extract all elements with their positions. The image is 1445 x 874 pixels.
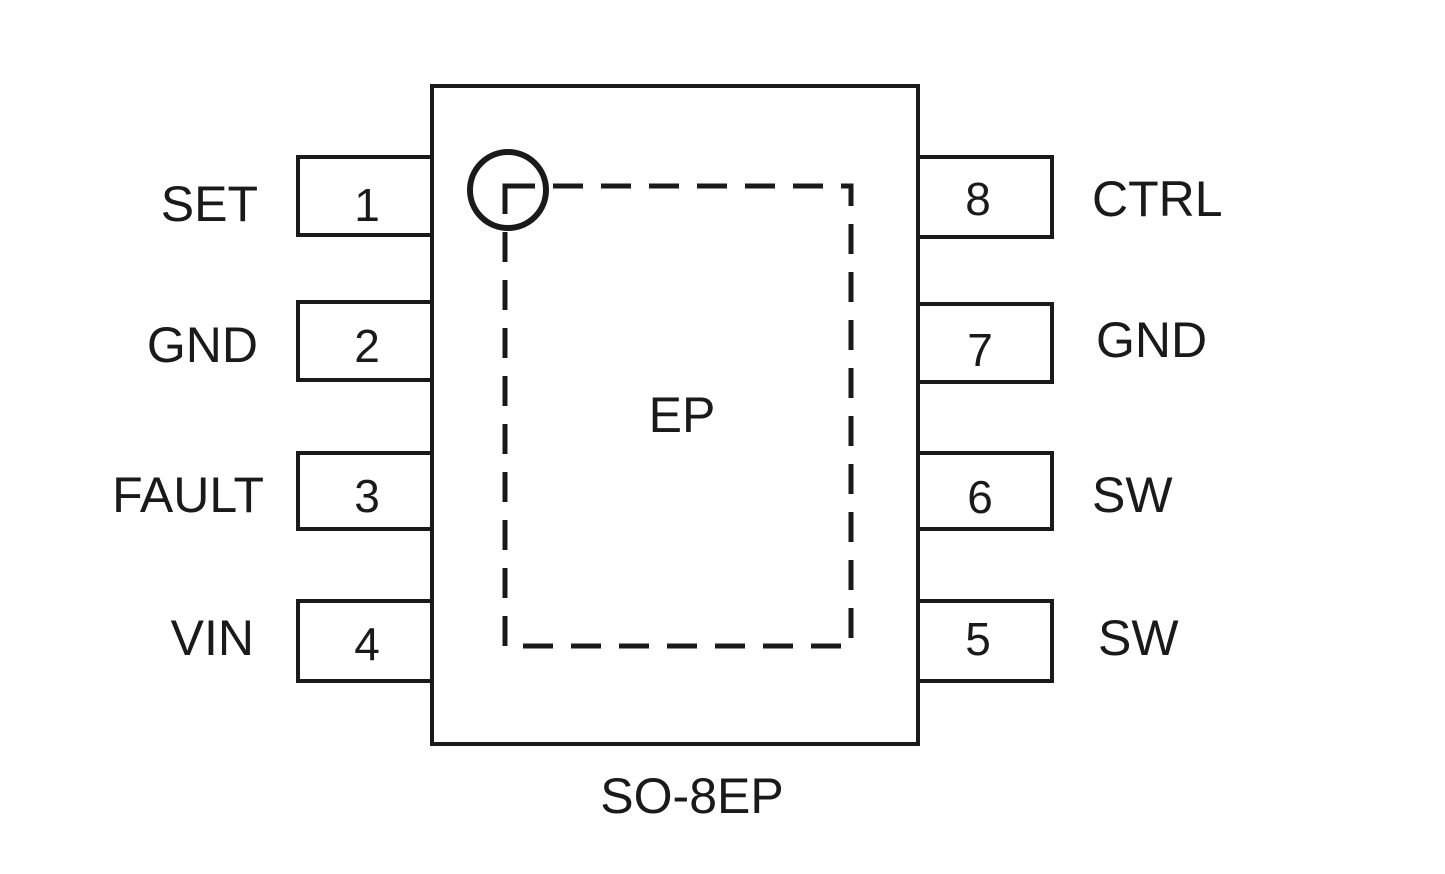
pin-pad [296,451,434,531]
package-name: SO-8EP [600,768,783,824]
right-pin-6: 6 SW [916,451,1173,531]
pin-pad [916,155,1054,239]
pin-pad [916,302,1054,384]
right-pin-7: 7 GND [916,302,1207,384]
pin-pad [296,300,434,382]
exposed-pad [502,183,854,649]
left-pin-1: 1 SET [161,155,434,237]
right-pin-5: 5 SW [916,599,1179,683]
pin-label: FAULT [112,467,264,523]
pin-number: 3 [354,470,380,522]
pin-pad [916,451,1054,531]
pin-label: GND [1096,312,1207,368]
pin-number: 1 [354,179,380,231]
pin-number: 7 [967,324,993,376]
pin-pad [296,155,434,237]
pin-number: 4 [354,618,380,670]
pin1-indicator-icon [467,149,549,231]
right-pin-8: 8 CTRL [916,155,1223,239]
pin-pad [916,599,1054,683]
pin-label: VIN [171,610,254,666]
pin-number: 8 [965,173,991,225]
pin-pad [296,599,434,683]
pin-label: CTRL [1092,171,1223,227]
pin-number: 6 [967,471,993,523]
pin-label: SW [1098,610,1179,666]
left-pin-4: 4 VIN [171,599,434,683]
exposed-pad-label: EP [649,387,716,443]
pin-number: 5 [965,613,991,665]
left-pin-3: 3 FAULT [112,451,434,531]
package-body [430,84,920,746]
left-pin-2: 2 GND [147,300,434,382]
pin-label: GND [147,317,258,373]
pin-label: SW [1092,467,1173,523]
pin-label: SET [161,176,258,232]
pin-number: 2 [354,320,380,372]
